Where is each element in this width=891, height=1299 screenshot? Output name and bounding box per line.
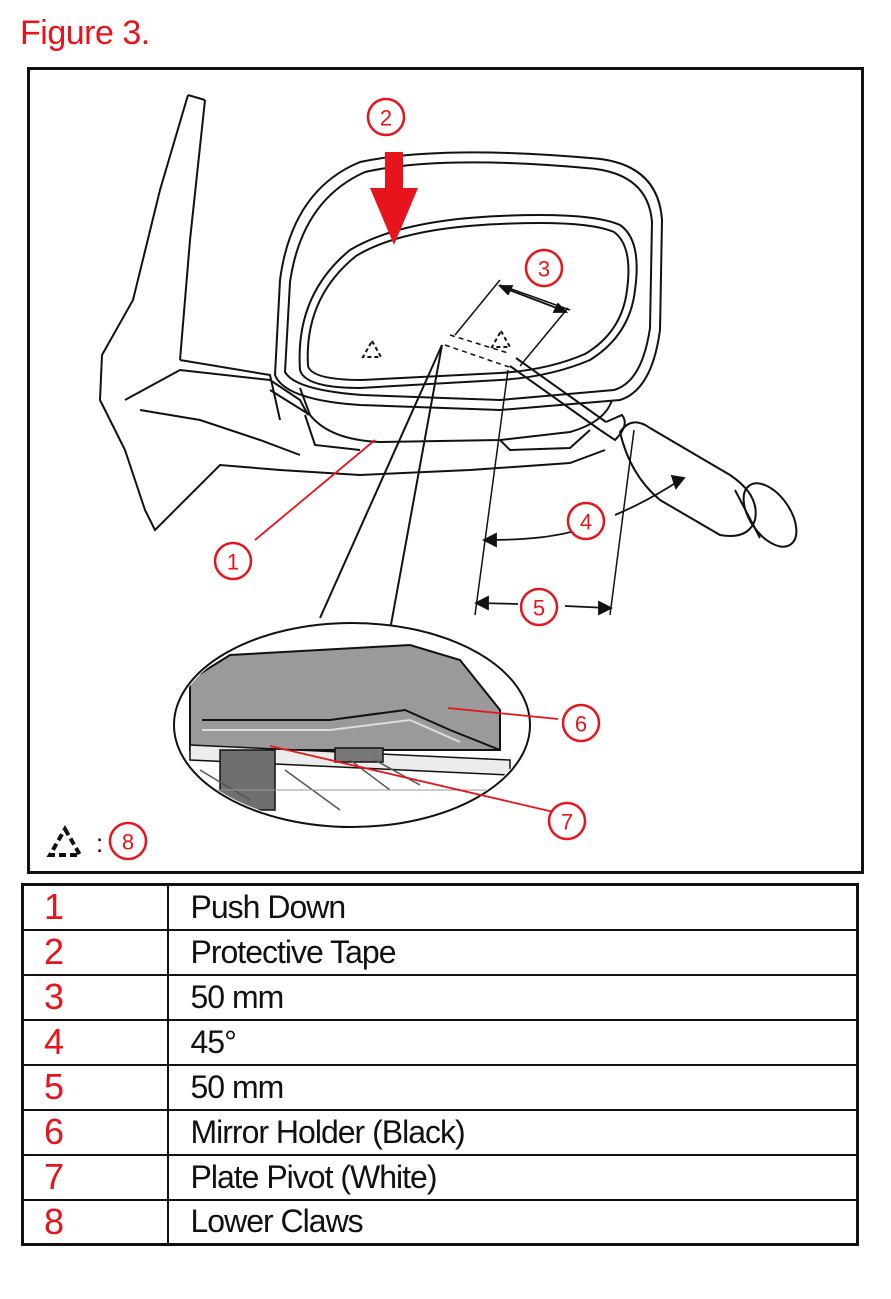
push-down-arrow [370, 152, 418, 245]
legend-row: 2 Protective Tape [21, 928, 859, 976]
callout-1: 1 [213, 541, 253, 581]
legend-label: 50 mm [166, 1063, 859, 1111]
legend-number: 6 [21, 1108, 169, 1156]
callout-4-label: 4 [580, 510, 592, 535]
mirror-housing [269, 151, 664, 452]
key-claw-symbol: : 8 [46, 821, 148, 861]
protective-tape-area [444, 279, 569, 369]
callout-7-label: 7 [561, 810, 573, 835]
callout-3: 3 [524, 248, 564, 288]
claw-marker-right [490, 328, 512, 348]
callout-2: 2 [366, 97, 406, 137]
key-separator: : [96, 828, 103, 858]
mirror-glass [298, 214, 638, 390]
dimension-arrow-5 [473, 595, 614, 616]
screwdriver [509, 357, 798, 548]
legend-number: 1 [21, 883, 169, 931]
figure-title: Figure 3. [20, 14, 150, 52]
callout-6-label: 6 [575, 712, 587, 737]
legend-row: 7 Plate Pivot (White) [21, 1153, 859, 1201]
legend-row: 8 Lower Claws [21, 1198, 859, 1246]
legend-label: Push Down [166, 883, 859, 931]
legend-number: 5 [21, 1063, 169, 1111]
legend-number: 8 [21, 1198, 169, 1246]
door-body [98, 94, 606, 532]
callout-5-label: 5 [533, 596, 545, 621]
legend-label: Protective Tape [166, 928, 859, 976]
callout-3-label: 3 [538, 257, 550, 282]
triangle-claw-icon [46, 824, 84, 857]
dimension-arrow-3 [497, 285, 569, 313]
dimension-arrow-4 [481, 474, 686, 548]
claw-marker-left [361, 338, 383, 358]
legend-row: 6 Mirror Holder (Black) [21, 1108, 859, 1156]
legend-number: 4 [21, 1018, 169, 1066]
callout-1-label: 1 [227, 550, 239, 575]
callout-6: 6 [561, 703, 601, 743]
detail-inset [173, 622, 531, 828]
diagram-frame: 1 2 3 4 5 6 7 : [27, 67, 864, 874]
legend-row: 3 50 mm [21, 973, 859, 1021]
zoom-cone [319, 344, 443, 631]
mirror-diagram: 1 2 3 4 5 6 7 : [46, 94, 798, 861]
legend-label: 50 mm [166, 973, 859, 1021]
legend-label: Lower Claws [166, 1198, 859, 1246]
legend-row: 4 45° [21, 1018, 859, 1066]
legend-number: 3 [21, 973, 169, 1021]
legend-label: 45° [166, 1018, 859, 1066]
callout-8-label: 8 [122, 830, 134, 855]
callout-7: 7 [547, 801, 587, 841]
legend-row: 1 Push Down [21, 883, 859, 931]
legend-label: Mirror Holder (Black) [166, 1108, 859, 1156]
legend-table: 1 Push Down 2 Protective Tape 3 50 mm 4 … [21, 883, 859, 1246]
legend-label: Plate Pivot (White) [166, 1153, 859, 1201]
callout-5: 5 [519, 587, 559, 627]
leader-lines [254, 439, 559, 814]
callout-4: 4 [566, 501, 606, 541]
callout-2-label: 2 [380, 106, 392, 131]
legend-row: 5 50 mm [21, 1063, 859, 1111]
legend-number: 2 [21, 928, 169, 976]
legend-number: 7 [21, 1153, 169, 1201]
